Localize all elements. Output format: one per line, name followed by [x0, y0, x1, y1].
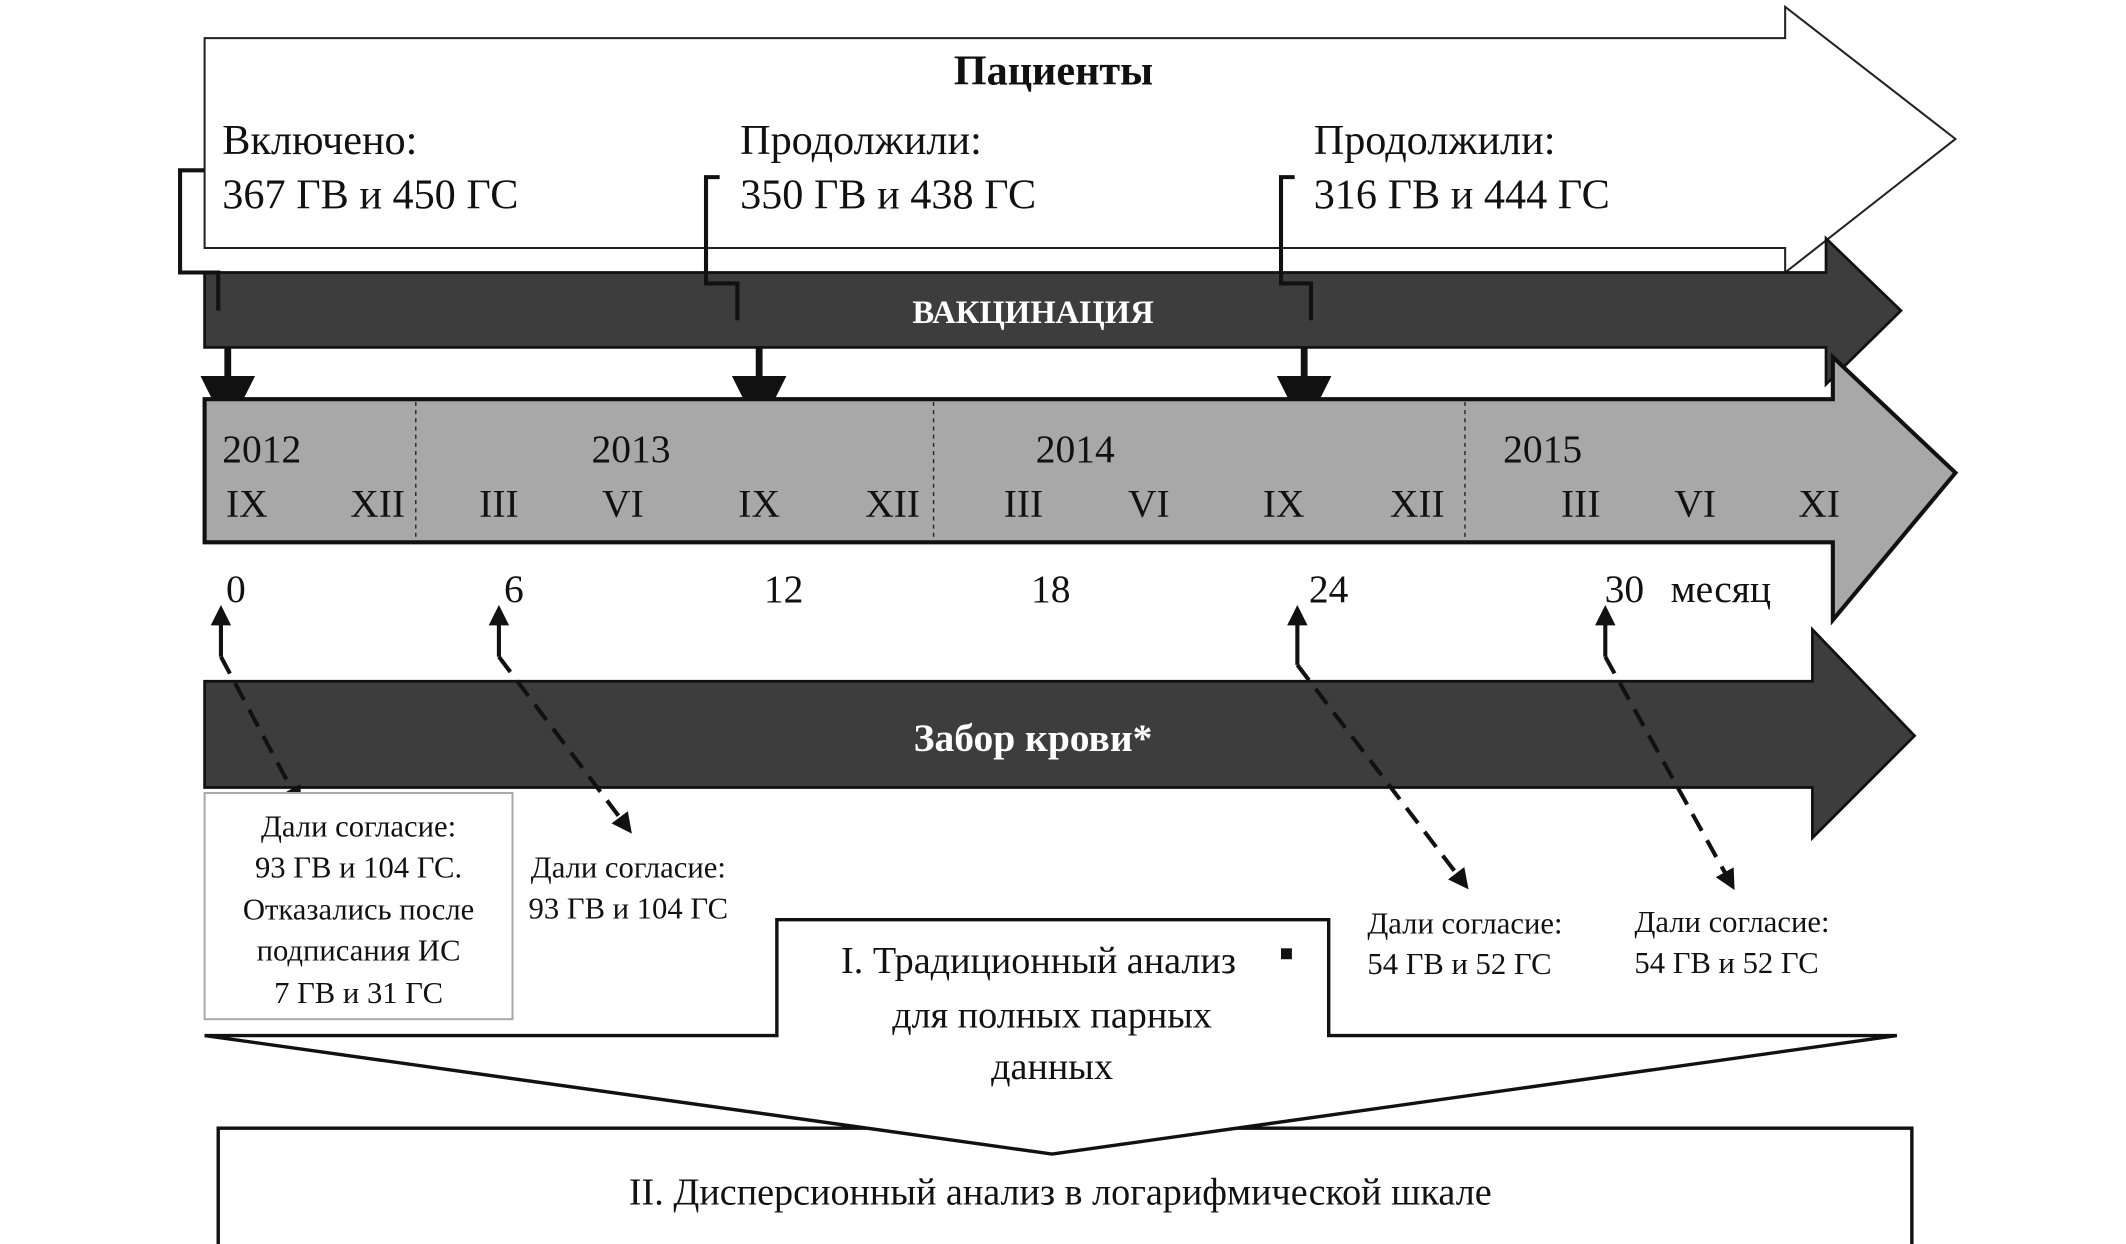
patients-group-label: Продолжили: [740, 117, 982, 164]
consent-text: Отказались после [243, 893, 474, 927]
month-mark: 12 [764, 567, 803, 611]
month-mark: 30 [1605, 567, 1645, 611]
dispersion-analysis-label: II. Дисперсионный анализ в логарифмическ… [629, 1171, 1492, 1213]
consent-text: Дали согласие: [1367, 906, 1562, 940]
month-mark: 0 [226, 567, 246, 611]
consent-note-24: Дали согласие: 54 ГВ и 52 ГС [1367, 906, 1562, 981]
year-label: 2013 [592, 427, 671, 471]
consent-pointers [210, 604, 1735, 891]
consent-note-30: Дали согласие: 54 ГВ и 52 ГС [1634, 905, 1829, 980]
month-label: XII [865, 481, 920, 525]
consent-text: 93 ГВ и 104 ГС [529, 891, 729, 925]
year-label: 2015 [1503, 427, 1582, 471]
consent-note-6: Дали согласие: 93 ГВ и 104 ГС [529, 850, 729, 925]
month-labels: IX XII III VI IX XII III VI IX XII III V… [226, 481, 1840, 525]
month-label: III [1561, 481, 1600, 525]
consent-text: Дали согласие: [531, 850, 726, 884]
patients-group-counts: 367 ГВ и 450 ГС [222, 171, 518, 218]
month-label: IX [738, 481, 780, 525]
dashed-arrow [1295, 663, 1469, 890]
month-mark: 6 [504, 567, 524, 611]
bracket-connectors [178, 168, 1332, 431]
traditional-analysis-text: данных [991, 1046, 1113, 1088]
traditional-analysis-text: I. Традиционный анализ [841, 940, 1236, 982]
dashed-arrow [1603, 655, 1735, 891]
month-mark: 18 [1031, 567, 1071, 611]
month-label: III [1004, 481, 1043, 525]
month-label: IX [226, 481, 268, 525]
blood-sampling-label: Забор крови* [914, 716, 1153, 760]
patients-arrow: Пациенты Включено: 367 ГВ и 450 ГС Продо… [203, 4, 1958, 275]
month-label: XII [350, 481, 405, 525]
consent-box-0: Дали согласие: 93 ГВ и 104 ГС. Отказалис… [203, 791, 514, 1021]
patients-group-counts: 350 ГВ и 438 ГС [740, 171, 1036, 218]
traditional-analysis-shape: I. Традиционный анализ для полных парных… [204, 918, 1898, 1156]
consent-text: Дали согласие: [261, 810, 456, 844]
vaccination-label: ВАКЦИНАЦИЯ [912, 295, 1154, 331]
month-label: VI [1674, 481, 1716, 525]
month-label: VI [602, 481, 644, 525]
consent-text: 93 ГВ и 104 ГС. [255, 850, 462, 884]
patients-title: Пациенты [954, 47, 1153, 94]
vaccination-arrow: ВАКЦИНАЦИЯ [203, 235, 1903, 388]
month-label: III [479, 481, 518, 525]
month-label: XI [1798, 481, 1840, 525]
timeline-arrow: 2012 2013 2014 2015 IX XII III VI IX XII… [202, 352, 1959, 626]
consent-text: 7 ГВ и 31 ГС [274, 976, 443, 1010]
month-unit: месяц [1671, 567, 1771, 611]
patients-group-counts: 316 ГВ и 444 ГС [1314, 171, 1610, 218]
month-mark: 24 [1309, 567, 1349, 611]
consent-text: 54 ГВ и 52 ГС [1634, 946, 1818, 980]
dashed-arrow [219, 655, 302, 808]
year-label: 2012 [222, 427, 301, 471]
consent-text: подписания ИС [257, 934, 461, 968]
blood-sampling-arrow: Забор крови* [203, 626, 1917, 842]
consent-text: Дали согласие: [1634, 905, 1829, 939]
patients-group-label: Продолжили: [1314, 117, 1556, 164]
month-label: IX [1263, 481, 1305, 525]
patients-group-label: Включено: [222, 117, 417, 164]
month-label: XII [1390, 481, 1445, 525]
footnote-square-icon [1281, 948, 1292, 960]
year-label: 2014 [1036, 427, 1115, 471]
consent-text: 54 ГВ и 52 ГС [1367, 947, 1551, 981]
month-marks: 0 6 12 18 24 30 месяц [226, 567, 1771, 611]
dashed-arrow [497, 655, 632, 834]
month-label: VI [1128, 481, 1170, 525]
traditional-analysis-text: для полных парных [892, 994, 1212, 1036]
